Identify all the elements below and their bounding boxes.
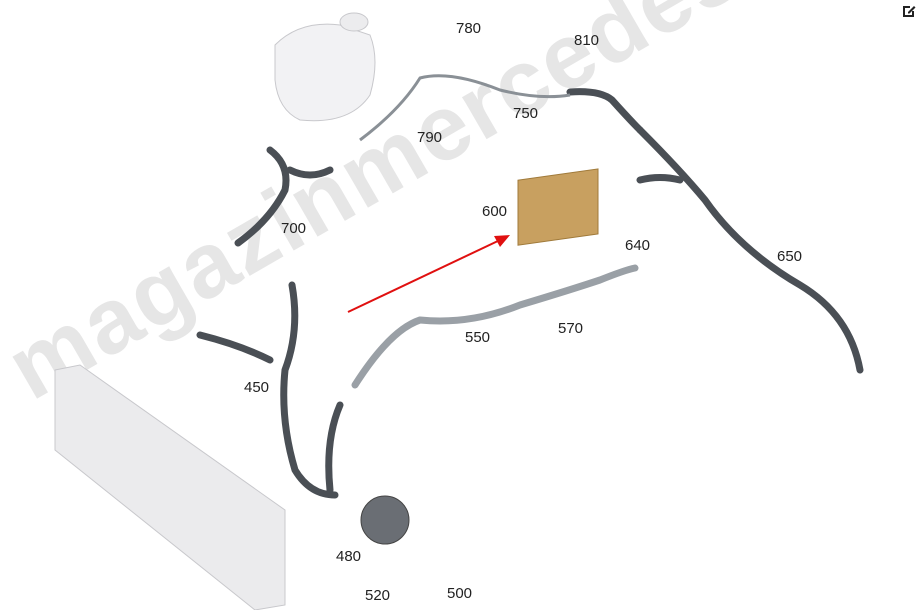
callout-480[interactable]: 480: [336, 548, 362, 565]
hose-550: [351, 264, 639, 389]
callout-450[interactable]: 450: [244, 379, 270, 396]
hose-670: [566, 88, 684, 184]
callout-640[interactable]: 640: [625, 237, 651, 254]
callout-520[interactable]: 520: [365, 587, 391, 604]
radiator: [54, 364, 286, 610]
pointer-arrowhead: [494, 235, 510, 247]
hose-700: [234, 146, 334, 247]
callout-810[interactable]: 810: [574, 32, 600, 49]
edit-icon[interactable]: [901, 3, 917, 19]
pointer-arrow: [347, 239, 501, 313]
callout-570[interactable]: 570: [558, 320, 584, 337]
callout-650[interactable]: 650: [777, 248, 803, 265]
hose-650: [636, 126, 864, 374]
callout-500[interactable]: 500: [447, 585, 473, 602]
callout-600[interactable]: 600: [482, 203, 508, 220]
callout-780[interactable]: 780: [456, 20, 482, 37]
pump-480: [360, 495, 410, 545]
hose-450: [196, 281, 344, 499]
callout-550[interactable]: 550: [465, 329, 491, 346]
expansion-tank: [274, 23, 376, 122]
callout-700[interactable]: 700: [281, 220, 307, 237]
pipe-750: [359, 74, 571, 142]
callout-790[interactable]: 790: [417, 129, 443, 146]
heater-600: [517, 168, 599, 246]
tank-cap: [339, 12, 369, 32]
callout-750[interactable]: 750: [513, 105, 539, 122]
